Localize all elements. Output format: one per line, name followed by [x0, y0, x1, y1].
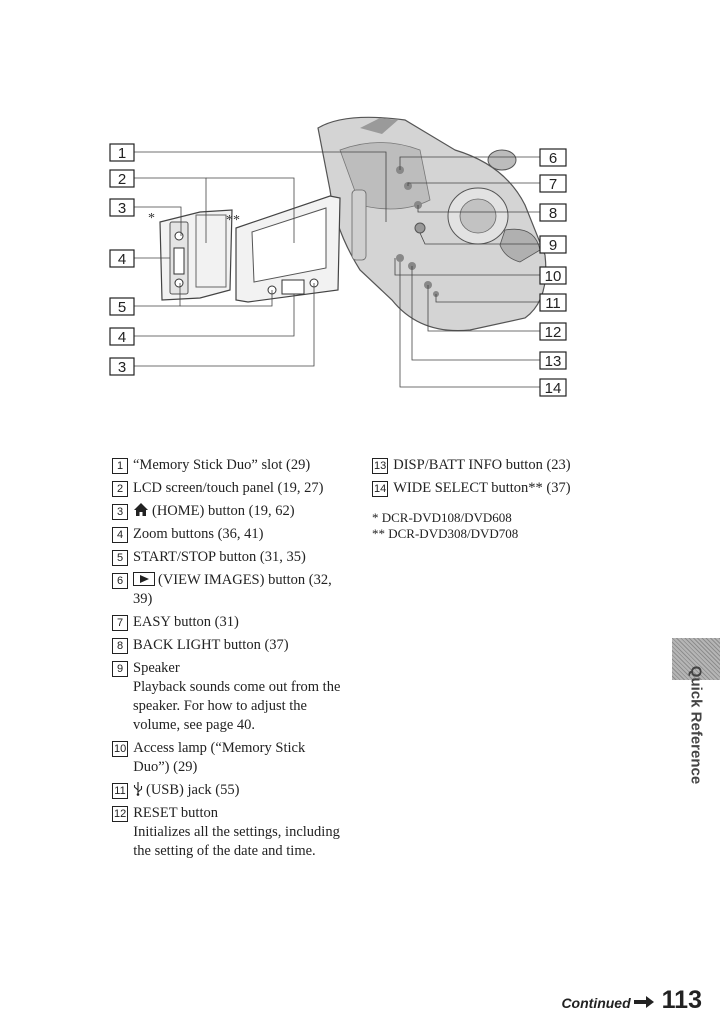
svg-text:8: 8: [549, 205, 557, 222]
footnote: * DCR-DVD108/DVD608: [372, 510, 512, 525]
footnote: ** DCR-DVD308/DVD708: [372, 526, 519, 541]
svg-text:4: 4: [118, 329, 126, 346]
list-item: 8 BACK LIGHT button (37): [112, 636, 344, 655]
item-text: Speaker: [133, 660, 180, 676]
svg-text:5: 5: [118, 299, 126, 316]
view-images-icon: [133, 572, 155, 586]
camcorder-illustration: [317, 116, 547, 332]
callout-14: 14: [539, 378, 567, 397]
item-number: 2: [112, 481, 128, 497]
section-tab: Quick Reference: [672, 638, 720, 784]
callout-3: 3: [109, 198, 135, 217]
section-tab-label: Quick Reference: [687, 665, 705, 785]
item-text: (VIEW IMAGES) button (32, 39): [133, 572, 332, 607]
item-text: Zoom buttons (36, 41): [133, 526, 264, 542]
callout-7: 7: [539, 174, 567, 193]
svg-text:1: 1: [118, 145, 126, 162]
svg-text:3: 3: [118, 359, 126, 376]
list-item: 5 START/STOP button (31, 35): [112, 548, 344, 567]
item-number: 1: [112, 458, 128, 474]
svg-text:12: 12: [545, 324, 562, 341]
svg-text:7: 7: [549, 176, 557, 193]
arrow-right-icon: [633, 996, 654, 1008]
list-item: 3 (HOME) button (19, 62): [112, 502, 344, 521]
svg-text:14: 14: [545, 380, 562, 397]
page-footer: Continued 113: [561, 986, 702, 1015]
callout-2: 2: [109, 169, 135, 188]
callout-3-second: 3: [109, 357, 135, 376]
callout-11: 11: [539, 293, 567, 312]
parts-list-left: 1 “Memory Stick Duo” slot (29) 2 LCD scree…: [112, 456, 344, 865]
item-text: Access lamp (“Memory Stick Duo”) (29): [133, 740, 306, 775]
svg-text:4: 4: [118, 251, 126, 268]
item-number: 6: [112, 573, 128, 589]
item-number: 13: [372, 458, 389, 474]
svg-text:9: 9: [549, 237, 557, 254]
item-number: 7: [112, 615, 128, 631]
callout-1: 1: [109, 143, 135, 162]
item-text: RESET button: [133, 805, 218, 821]
lcd-panel-small: [159, 209, 233, 301]
svg-text:10: 10: [545, 268, 562, 285]
item-text: (USB) jack (55): [146, 782, 240, 798]
svg-text:3: 3: [118, 200, 126, 217]
item-number: 4: [112, 527, 128, 543]
list-item: 2 LCD screen/touch panel (19, 27): [112, 479, 344, 498]
svg-text:2: 2: [118, 171, 126, 188]
item-text: BACK LIGHT button (37): [133, 637, 289, 653]
footnote-mark-single: *: [148, 211, 155, 226]
item-text: START/STOP button (31, 35): [133, 549, 306, 565]
item-description: Initializes all the settings, including …: [133, 824, 340, 859]
callout-4-second: 4: [109, 327, 135, 346]
item-number: 11: [112, 783, 128, 799]
callout-13: 13: [539, 351, 567, 370]
footnote-mark-double: **: [226, 213, 240, 228]
item-number: 12: [112, 806, 129, 822]
item-number: 10: [112, 741, 129, 757]
lcd-panel-large: [235, 195, 341, 303]
page-number: 113: [661, 986, 702, 1014]
usb-icon: [133, 782, 143, 796]
callout-6: 6: [539, 148, 567, 167]
leader-lines: [134, 151, 540, 388]
item-text: WIDE SELECT button** (37): [393, 480, 571, 496]
camcorder-diagram: * ** 1 2 3 4 5 4 3 6 7 8 9 10 11 12 13 1…: [109, 116, 567, 397]
list-item: 4 Zoom buttons (36, 41): [112, 525, 344, 544]
callout-12: 12: [539, 322, 567, 341]
home-icon: [134, 503, 148, 516]
list-item: 7 EASY button (31): [112, 613, 344, 632]
item-description: Playback sounds come out from the speake…: [133, 679, 341, 733]
item-number: 5: [112, 550, 128, 566]
list-item: 1 “Memory Stick Duo” slot (29): [112, 456, 344, 475]
item-text: “Memory Stick Duo” slot (29): [133, 457, 311, 473]
item-number: 8: [112, 638, 128, 654]
svg-text:6: 6: [549, 150, 557, 167]
callout-4: 4: [109, 249, 135, 268]
item-number: 3: [112, 504, 128, 520]
svg-text:13: 13: [545, 353, 562, 370]
callout-9: 9: [539, 235, 567, 254]
item-text: LCD screen/touch panel (19, 27): [133, 480, 324, 496]
svg-text:11: 11: [545, 295, 561, 312]
item-text: (HOME) button (19, 62): [152, 503, 295, 519]
list-item: 6 (VIEW IMAGES) button (32, 39): [112, 571, 344, 609]
callout-5: 5: [109, 297, 135, 316]
callout-8: 8: [539, 203, 567, 222]
item-text: EASY button (31): [133, 614, 239, 630]
callout-10: 10: [539, 266, 567, 285]
item-number: 14: [372, 481, 389, 497]
item-text: DISP/BATT INFO button (23): [393, 457, 571, 473]
item-number: 9: [112, 661, 128, 677]
list-item: 11 (USB) jack (55): [112, 781, 344, 800]
continued-label: Continued: [561, 995, 631, 1011]
